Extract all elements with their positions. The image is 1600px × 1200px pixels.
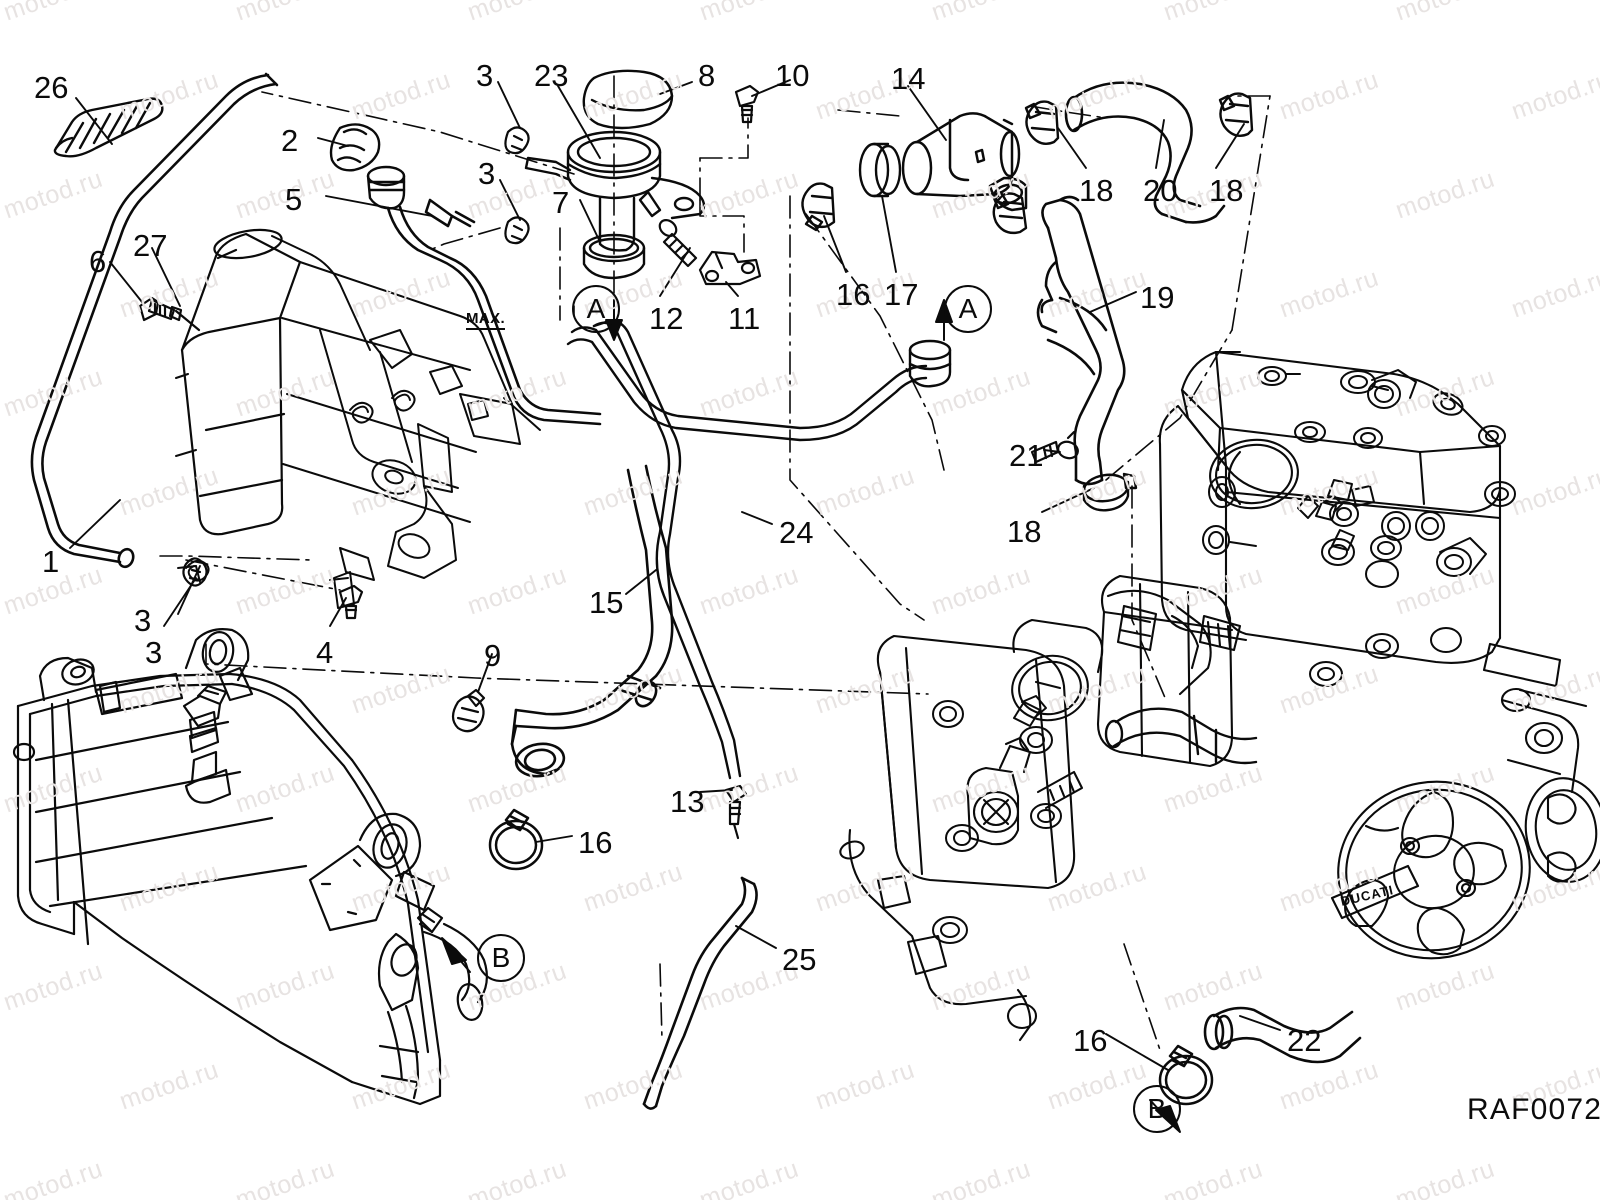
part-18-clamp-c (992, 192, 1028, 235)
part-18-clamp-b (1218, 92, 1254, 137)
callout-number: 10 (775, 58, 810, 93)
callout-number: 18 (1007, 514, 1042, 549)
part-10-bolt (734, 84, 760, 124)
motorcycle-frame (175, 235, 541, 609)
callout-number: 26 (34, 70, 69, 105)
engine-water-hose (1104, 707, 1258, 765)
callout-number: 13 (670, 784, 705, 819)
callout-number: 16 (836, 277, 871, 312)
callout-number: 21 (1009, 438, 1044, 473)
callout-number: 1 (42, 544, 60, 579)
part-19-head-hose (1036, 195, 1126, 486)
callout-number: 22 (1287, 1023, 1322, 1058)
part-25-drain-hose (642, 876, 758, 1110)
callout-number: 27 (133, 228, 168, 263)
callout-number: 5 (285, 182, 303, 217)
callout-number: 17 (884, 277, 919, 312)
callout-number: 23 (534, 58, 569, 93)
part-5-expansion-tank (180, 228, 302, 536)
diagram-reference-code: RAF00724 (1467, 1093, 1600, 1126)
callout-number: 19 (1140, 280, 1175, 315)
callout-number: 15 (589, 585, 624, 620)
part-15-outlet-hose (510, 464, 674, 778)
callout-number: 25 (782, 942, 817, 977)
callout-number: 4 (316, 635, 334, 670)
tank-hose (386, 198, 602, 426)
callout-leaders (69, 79, 1281, 1071)
hose-grommet (908, 339, 952, 388)
callout-number: 3 (145, 635, 163, 670)
callout-number: 6 (89, 244, 107, 279)
callout-number: 8 (698, 58, 716, 93)
part-16-clamp-lower-left (488, 808, 544, 871)
radiator-assembly (12, 628, 489, 1106)
part-16-clamp-upper (801, 182, 836, 232)
callout-number: 20 (1143, 173, 1178, 208)
part-18-clamp-d (1082, 472, 1138, 512)
part-1-breather-tube (30, 72, 279, 569)
section-marker: A (944, 285, 992, 333)
callout-number: 2 (281, 123, 299, 158)
callout-number: 7 (552, 185, 570, 220)
section-marker: B (477, 934, 525, 982)
callout-number: 3 (476, 58, 494, 93)
callout-number: 3 (478, 156, 496, 191)
part-8-radiator-cap (582, 69, 674, 130)
part-17-seal-ring (858, 142, 902, 198)
part-18-clamp-a (1024, 100, 1060, 145)
section-marker: B (1133, 1085, 1181, 1133)
part-22-lower-hose (1203, 1006, 1362, 1064)
fan-switch (182, 684, 232, 804)
callout-number: 11 (728, 301, 761, 336)
part-16-clamp-lower-right (1158, 1044, 1214, 1106)
callout-number: 24 (779, 515, 814, 550)
callout-number: 16 (1073, 1023, 1108, 1058)
callout-number: 12 (649, 301, 684, 336)
part-9-clamp (451, 688, 486, 733)
callout-number: 18 (1079, 173, 1114, 208)
tank-max-level-label: MAX. (466, 310, 506, 330)
part-20-upper-hose (1064, 81, 1226, 224)
ducati-logo: DUCATI (1339, 882, 1396, 909)
callout-number: 18 (1209, 173, 1244, 208)
assembly-centerlines (159, 75, 1271, 1051)
engine-assembly (839, 350, 1600, 1042)
callout-number: 14 (891, 61, 926, 96)
section-marker: A (572, 285, 620, 333)
part-14-thermostat-housing (901, 112, 1028, 212)
part-11-bracket (698, 250, 762, 286)
callout-number: 9 (484, 638, 502, 673)
callout-number: 16 (578, 825, 613, 860)
part-13-bleed-fitting (724, 784, 748, 840)
part-26-sleeve (53, 97, 164, 158)
part-6-screw (138, 296, 176, 322)
callout-number: 3 (134, 603, 152, 638)
part-27-spacer (168, 305, 201, 332)
part-2-tank-cap (329, 123, 381, 172)
